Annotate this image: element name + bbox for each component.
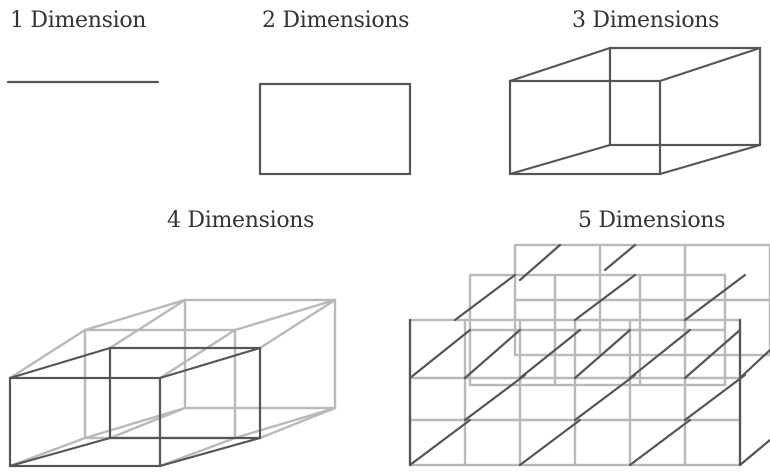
three-dimension-cube bbox=[508, 46, 762, 176]
label-3-dimensions: 3 Dimensions bbox=[572, 8, 720, 33]
label-4-dimensions: 4 Dimensions bbox=[167, 208, 315, 233]
five-dimension-lattice bbox=[408, 243, 770, 467]
label-1-dimension: 1 Dimension bbox=[10, 8, 147, 33]
two-dimension-square bbox=[258, 82, 412, 176]
label-5-dimensions: 5 Dimensions bbox=[578, 208, 726, 233]
label-2-dimensions: 2 Dimensions bbox=[262, 8, 410, 33]
four-dimension-tesseract bbox=[8, 298, 337, 468]
